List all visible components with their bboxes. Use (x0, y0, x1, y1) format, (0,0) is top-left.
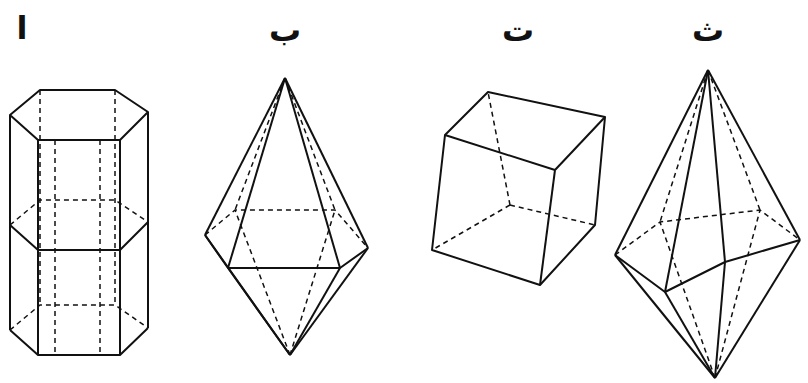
scalenohedron (615, 70, 800, 378)
rhombohedron (432, 92, 605, 285)
figure-letter: ا (17, 12, 28, 44)
figure-letter: ب (269, 14, 301, 46)
hexagonal-prism (10, 90, 148, 355)
hexagonal-bipyramid (205, 78, 368, 355)
figure-letter: ث (692, 14, 724, 46)
figure-letter: ت (502, 14, 534, 46)
